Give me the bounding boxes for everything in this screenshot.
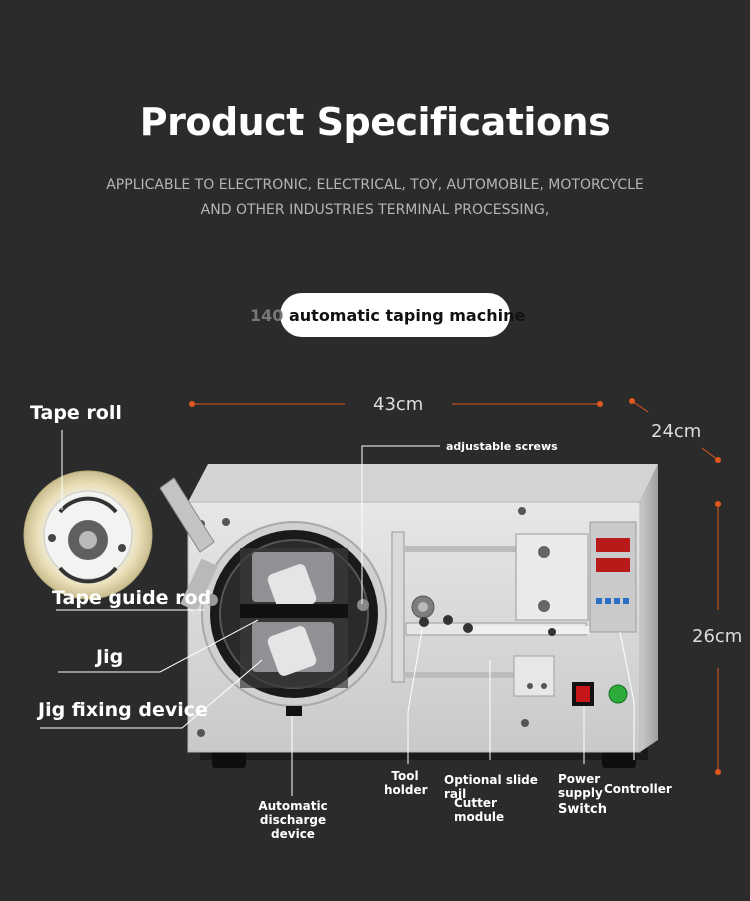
- label-power-supply-line-2: supply: [558, 786, 603, 800]
- label-automatic-discharge-device: Automatic discharge device: [238, 799, 348, 841]
- label-optional-slide-rail: Optional slide rail: [444, 773, 538, 801]
- label-tape-guide-rod: Tape guide rod: [52, 587, 212, 609]
- label-adjustable-screws: adjustable screws: [446, 440, 558, 453]
- label-tape-roll: Tape roll: [30, 402, 122, 424]
- dimension-height-label: 26cm: [692, 626, 743, 647]
- dimension-width-label: 43cm: [373, 394, 424, 415]
- label-jig: Jig: [96, 646, 124, 668]
- label-controller: Controller: [604, 782, 672, 796]
- model-pill: [280, 293, 510, 337]
- subtitle-line-2: AND OTHER INDUSTRIES TERMINAL PROCESSING…: [200, 202, 550, 218]
- model-label: 140 automatic taping machine: [250, 306, 525, 325]
- page-title: Product Specifications: [139, 100, 611, 144]
- label-tool-holder-line-1: Tool: [391, 769, 419, 783]
- label-jig-fixing-device: Jig fixing device: [38, 699, 208, 721]
- label-discharge-line-1: Automatic: [258, 799, 328, 813]
- label-tool-holder-line-2: holder: [384, 783, 428, 797]
- label-power-supply: Power supply: [558, 772, 603, 800]
- label-cutter-module: Cutter module: [454, 796, 505, 824]
- model-number: 140: [250, 306, 284, 325]
- dimension-depth-line: [629, 398, 721, 463]
- dimension-width-line: [189, 401, 603, 407]
- label-switch: Switch: [558, 802, 608, 817]
- callout-lines: [40, 430, 635, 796]
- label-power-supply-line-1: Power: [558, 772, 601, 786]
- dimension-height-line: [715, 501, 721, 775]
- label-discharge-line-2: discharge device: [259, 813, 327, 841]
- model-name: automatic taping machine: [283, 306, 526, 325]
- subtitle-line-1: APPLICABLE TO ELECTRONIC, ELECTRICAL, TO…: [106, 177, 644, 193]
- label-tool-holder: Tool holder: [384, 769, 428, 797]
- dimension-depth-label: 24cm: [651, 421, 702, 442]
